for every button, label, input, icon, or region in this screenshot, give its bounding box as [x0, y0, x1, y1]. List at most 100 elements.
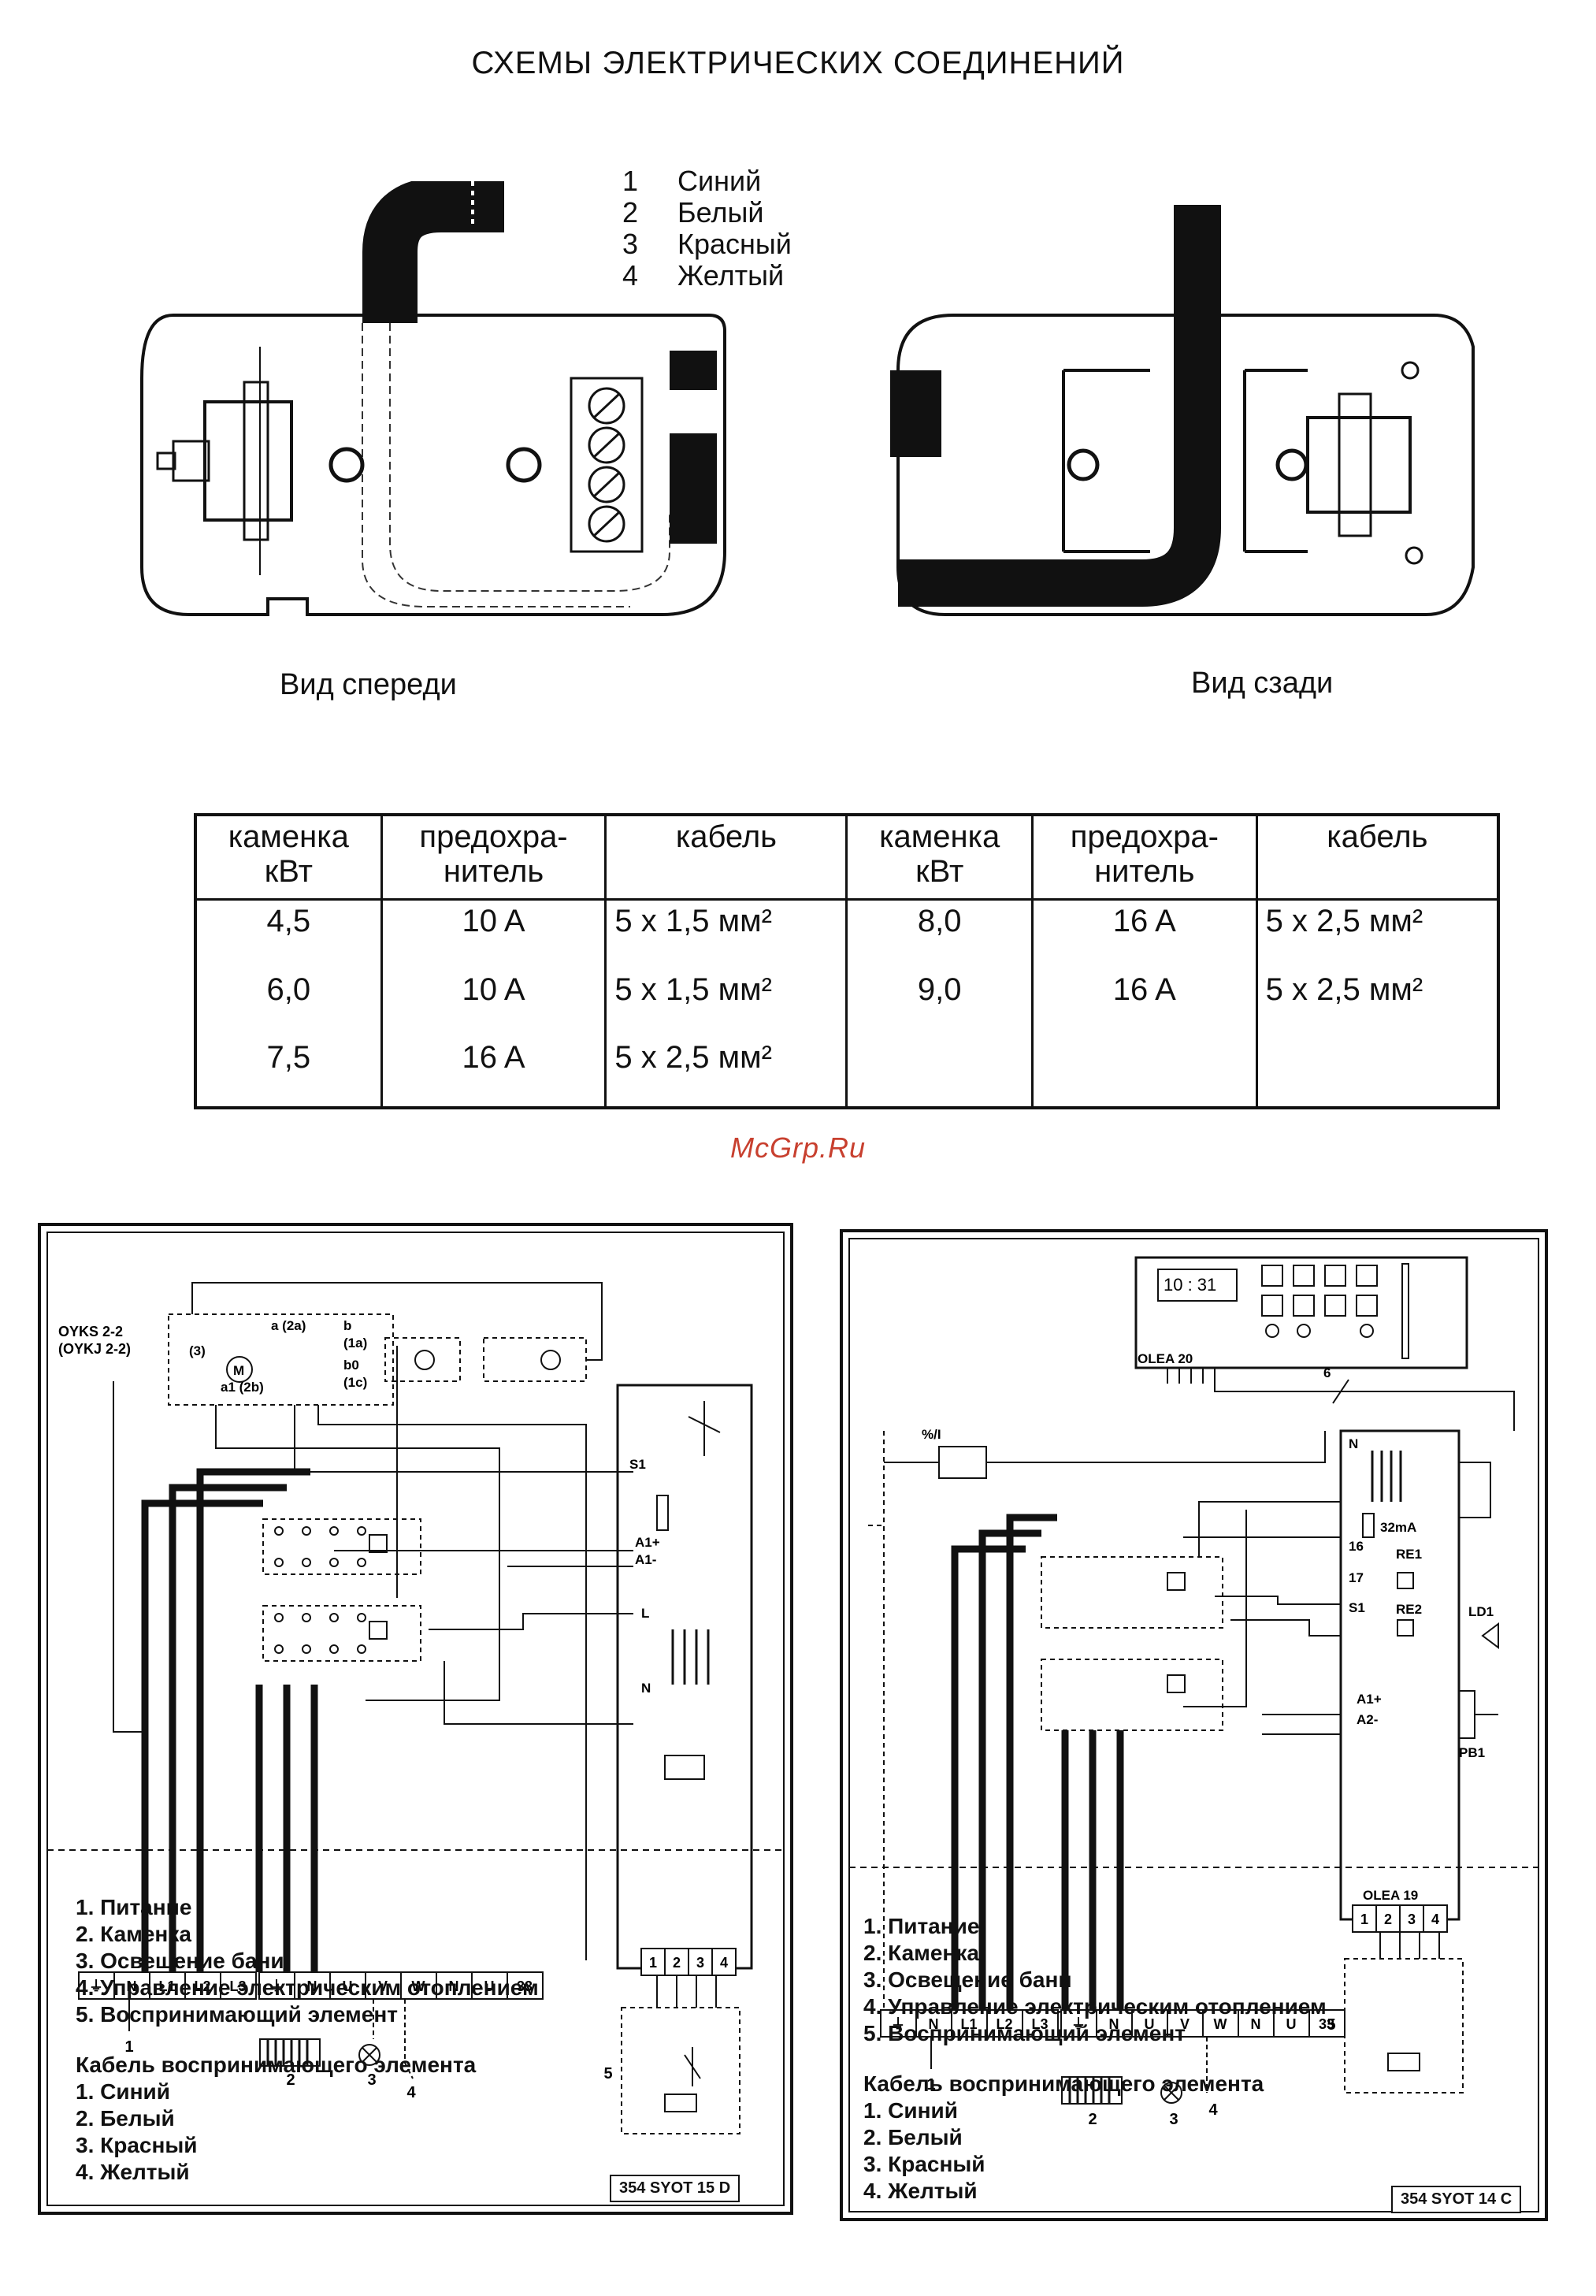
- table-cell: 6,0: [194, 969, 383, 1038]
- watermark: McGrp.Ru: [729, 1131, 867, 1164]
- terminal-label: 4: [1431, 1911, 1439, 1927]
- terminal-label: N: [307, 1978, 317, 1994]
- legend-num: 3: [622, 228, 639, 260]
- list-item: 2. Каменка: [76, 1922, 191, 1946]
- signal-label: A1+: [1357, 1692, 1382, 1707]
- header-line: каменка: [879, 819, 1000, 854]
- table-cell: 5 x 1,5 мм²: [604, 899, 848, 970]
- table-cell: 8,0: [845, 899, 1034, 970]
- table-cell: [1255, 1037, 1500, 1108]
- callout: 1: [124, 2038, 133, 2056]
- panel-label: OLEA 19: [1363, 1888, 1418, 1903]
- header-line: кВт: [915, 854, 964, 889]
- signal-label: (3): [189, 1343, 206, 1358]
- table-row: 4,5 10 A 5 x 1,5 мм² 8,0 16 A 5 x 2,5 мм…: [194, 899, 1500, 970]
- table-cell: 4,5: [194, 899, 383, 970]
- table-cell: 7,5: [194, 1037, 383, 1108]
- table-cell: 9,0: [845, 969, 1034, 1038]
- signal-label: LD1: [1468, 1604, 1494, 1619]
- callout: 3: [1169, 2111, 1178, 2128]
- terminal-label: W: [412, 1978, 425, 1994]
- terminal-label: 3: [1408, 1911, 1416, 1927]
- table-cell: 5 x 2,5 мм²: [1255, 899, 1500, 970]
- terminal-label: 1: [649, 1955, 657, 1971]
- header-line: предохра-: [1070, 819, 1219, 854]
- diagram-code: 354 SYOT 14 C: [1391, 2186, 1522, 2213]
- header-line: кабель: [1327, 819, 1428, 854]
- table-header-cell: предохра-нитель: [1030, 815, 1258, 901]
- signal-label: A1-: [635, 1552, 656, 1567]
- table-header-cell: кабель: [604, 815, 848, 901]
- diagram-code: 354 SYOT 15 D: [610, 2175, 740, 2202]
- header-line: кабель: [675, 819, 778, 854]
- terminal-label: V: [1180, 2016, 1190, 2032]
- right-wiring-diagram: ⏚ N L1 L2 L3 ⏚ N U V W N U 33 1 2 3 4 10…: [840, 1229, 1548, 2221]
- terminal-label: ⏚: [269, 1978, 284, 1994]
- list-item: 5. Воспринимающий элемент: [76, 2002, 398, 2027]
- right-component-list: 1. Питание 2. Каменка 3. Освещение бани …: [863, 1913, 1327, 2205]
- left-wiring-diagram: OYKS 2-2 (OYKJ 2-2): [38, 1223, 793, 2215]
- table-cell: 10 A: [380, 969, 607, 1038]
- back-view-drawing: [890, 205, 1475, 616]
- signal-label: A1+: [635, 1535, 660, 1550]
- legend-num: 2: [622, 196, 639, 228]
- terminal-label: V: [378, 1978, 388, 1994]
- list-item: 5. Воспринимающий элемент: [863, 2021, 1186, 2045]
- terminal-label: L3: [229, 1978, 246, 1994]
- signal-label: S1: [629, 1457, 646, 1472]
- list-item: 1. Синий: [863, 2098, 958, 2123]
- signal-label: 6: [1323, 1365, 1331, 1380]
- header-line: кВт: [264, 854, 313, 889]
- signal-label: 17: [1349, 1570, 1364, 1585]
- sensor-cable-title: Кабель воспринимающего элемента: [863, 2071, 1264, 2096]
- callout: 4: [406, 2084, 416, 2101]
- terminal-label: L3: [1031, 2016, 1048, 2032]
- list-item: 1. Питание: [76, 1895, 192, 1919]
- list-item: 4. Желтый: [863, 2179, 978, 2203]
- page-title: СХЕМЫ ЭЛЕКТРИЧЕСКИХ СОЕДИНЕНИЙ: [471, 46, 1125, 80]
- back-view-label: Вид сзади: [1191, 667, 1334, 700]
- callout: 2: [286, 2071, 295, 2089]
- legend-num: 1: [622, 165, 639, 197]
- table-row: 7,5 16 A 5 x 2,5 мм²: [194, 1037, 1500, 1108]
- model-label: OYKS 2-2: [58, 1324, 123, 1339]
- legend-color: Красный: [677, 228, 792, 260]
- signal-label: (1c): [343, 1375, 367, 1390]
- legend-num: 4: [622, 259, 639, 292]
- list-item: 3. Красный: [863, 2152, 985, 2176]
- terminal-label: 3: [696, 1955, 704, 1971]
- signal-label: RE1: [1396, 1547, 1422, 1562]
- legend-row: 3 Красный: [622, 228, 792, 260]
- terminal-label: L1: [960, 2016, 977, 2032]
- signal-label: L: [641, 1606, 649, 1621]
- terminal-label: L2: [194, 1978, 210, 1994]
- callout: 3: [367, 2071, 376, 2089]
- header-line: каменка: [228, 819, 349, 854]
- terminal-label: N: [1251, 2016, 1261, 2032]
- list-item: 3. Освещение бани: [863, 1967, 1072, 1992]
- clock-display: 10 : 31: [1164, 1275, 1216, 1295]
- signal-label: PB1: [1459, 1745, 1485, 1760]
- list-item: 2. Белый: [863, 2125, 963, 2149]
- legend-row: 2 Белый: [622, 197, 792, 228]
- callout: 4: [1208, 2101, 1218, 2119]
- table-header-cell: предохра-нитель: [380, 815, 607, 901]
- legend-color: Белый: [677, 196, 764, 228]
- terminal-label: 33: [517, 1978, 533, 1994]
- list-item: 2. Каменка: [863, 1941, 979, 1965]
- legend-color: Желтый: [677, 259, 785, 292]
- list-item: 4. Управление электрическим отоплением: [76, 1975, 539, 2000]
- list-item: 4. Желтый: [76, 2160, 190, 2184]
- list-item: 1. Питание: [863, 1914, 980, 1938]
- terminal-label: N: [929, 2016, 939, 2032]
- motor-label: M: [233, 1363, 244, 1378]
- signal-label: a (2a): [271, 1318, 306, 1333]
- terminal-label: U: [343, 1978, 353, 1994]
- signal-label: b0: [343, 1358, 359, 1373]
- left-component-list: 1. Питание 2. Каменка 3. Освещение бани …: [76, 1894, 539, 2186]
- header-line: нитель: [443, 854, 544, 889]
- terminal-label: U: [1145, 2016, 1155, 2032]
